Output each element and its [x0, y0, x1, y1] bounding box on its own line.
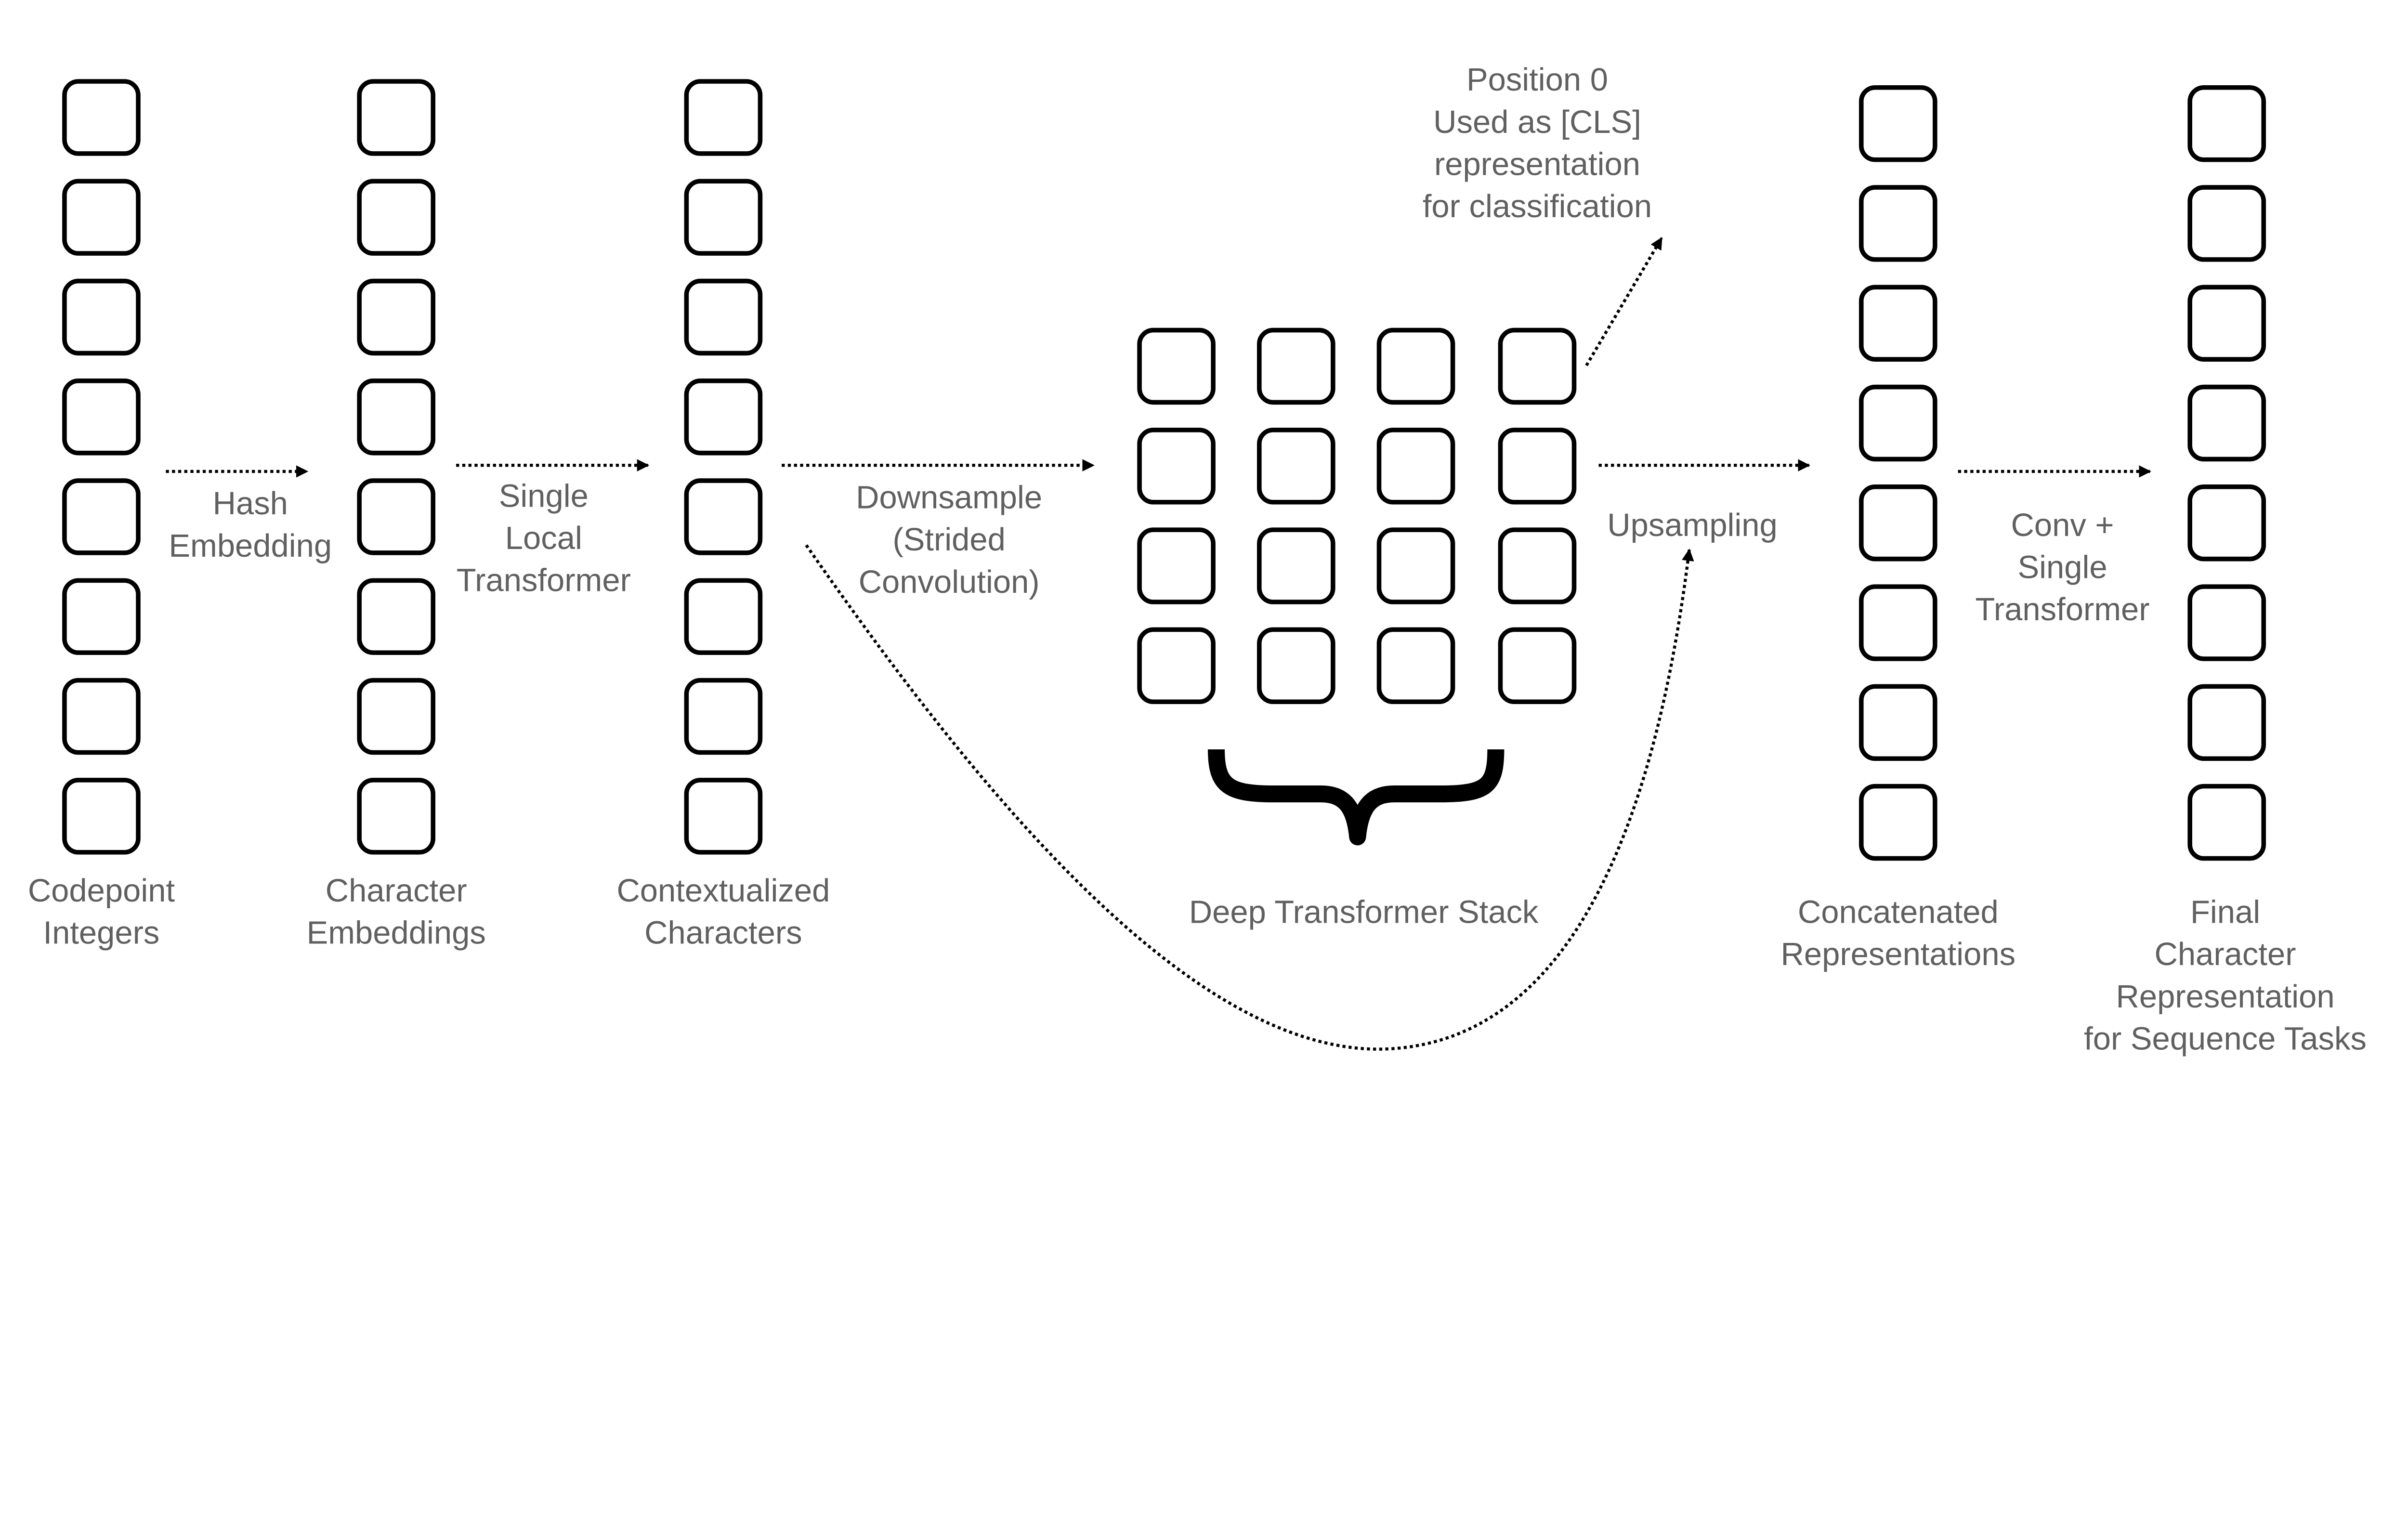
column-1-cell	[357, 478, 436, 555]
column-1-cell	[357, 278, 436, 356]
column-4-cell	[2187, 784, 2266, 861]
column-3-cell	[1859, 784, 1937, 861]
column-1-cell	[357, 578, 436, 655]
transformer-stack-cell	[1257, 627, 1335, 705]
column-4-cell	[2187, 584, 2266, 661]
column-label: Character	[326, 873, 467, 909]
transformer-stack-cell	[1137, 627, 1216, 705]
column-3-cell	[1859, 185, 1937, 262]
transformer-stack-cell	[1498, 627, 1577, 705]
column-label: Representation	[2116, 979, 2334, 1015]
column-1-cell	[357, 778, 436, 855]
cls-note: representation	[1434, 146, 1640, 183]
arrow-label: Local	[505, 520, 582, 556]
column-3-cell	[1859, 285, 1937, 362]
transformer-stack-cell	[1376, 428, 1455, 505]
curly-brace-icon	[1207, 749, 1505, 846]
column-2-cell	[684, 379, 763, 456]
column-0-cell	[62, 578, 141, 655]
column-0-cell	[62, 678, 141, 755]
arrow-label: Transformer	[457, 562, 631, 599]
transformer-stack-cell	[1137, 527, 1216, 604]
column-1-cell	[357, 179, 436, 256]
column-0-cell	[62, 478, 141, 555]
column-label: Integers	[43, 915, 159, 951]
transformer-stack-cell	[1137, 428, 1216, 505]
column-4-cell	[2187, 285, 2266, 362]
cls-note: Used as [CLS]	[1433, 104, 1641, 140]
column-1-cell	[357, 379, 436, 456]
transformer-stack-cell	[1376, 527, 1455, 604]
transformer-stack-cell	[1257, 428, 1335, 505]
column-2-cell	[684, 79, 763, 156]
arrow-label: Upsampling	[1607, 507, 1778, 543]
column-2-cell	[684, 778, 763, 855]
arrow-label: Single	[2017, 549, 2107, 586]
column-3-cell	[1859, 484, 1937, 562]
column-0-cell	[62, 179, 141, 256]
column-0-cell	[62, 778, 141, 855]
column-label: Embeddings	[307, 915, 486, 951]
cls-note: for classification	[1423, 188, 1652, 224]
arrow-label: Downsample	[856, 479, 1042, 515]
column-2-cell	[684, 179, 763, 256]
column-label: Codepoint	[28, 873, 175, 909]
cls-note: Position 0	[1466, 62, 1608, 98]
skip-connection-arrow	[805, 544, 1694, 1051]
column-label: Final	[2190, 894, 2260, 930]
column-3-cell	[1859, 85, 1937, 162]
column-0-cell	[62, 278, 141, 356]
column-3-cell	[1859, 384, 1937, 462]
column-3-cell	[1859, 584, 1937, 661]
arrow-label: Single	[499, 478, 589, 514]
transformer-stack-cell	[1498, 428, 1577, 505]
column-4-cell	[2187, 185, 2266, 262]
transformer-stack-cell	[1137, 327, 1216, 405]
transformer-stack-cell	[1376, 627, 1455, 705]
column-2-cell	[684, 678, 763, 755]
column-4-cell	[2187, 484, 2266, 562]
column-0-cell	[62, 379, 141, 456]
arrow-label: Embedding	[169, 528, 332, 564]
column-4-cell	[2187, 384, 2266, 462]
transformer-stack-cell	[1257, 327, 1335, 405]
column-0-cell	[62, 79, 141, 156]
column-label: Contextualized	[616, 873, 830, 909]
column-label: Representations	[1781, 936, 2016, 972]
arrow-label: Convolution)	[859, 564, 1040, 600]
arrow-label: Conv +	[2011, 507, 2114, 543]
arrow-label: Transformer	[1975, 591, 2149, 627]
column-2-cell	[684, 278, 763, 356]
stack-label: Deep Transformer Stack	[1189, 894, 1539, 930]
column-label: for Sequence Tasks	[2084, 1021, 2367, 1057]
column-3-cell	[1859, 684, 1937, 761]
column-label: Concatenated	[1798, 894, 1999, 930]
column-2-cell	[684, 478, 763, 555]
column-label: Characters	[644, 915, 802, 951]
cls-arrow	[1585, 237, 1663, 366]
arrow-label: (Strided	[892, 522, 1005, 558]
transformer-stack-cell	[1257, 527, 1335, 604]
column-label: Character	[2155, 936, 2296, 972]
transformer-stack-cell	[1498, 327, 1577, 405]
transformer-stack-cell	[1376, 327, 1455, 405]
transformer-stack-cell	[1498, 527, 1577, 604]
arrow-label: Hash	[213, 485, 288, 522]
column-1-cell	[357, 678, 436, 755]
column-4-cell	[2187, 85, 2266, 162]
column-2-cell	[684, 578, 763, 655]
canine-architecture-diagram: CodepointIntegersCharacterEmbeddingsCont…	[28, 62, 2367, 1057]
column-4-cell	[2187, 684, 2266, 761]
column-1-cell	[357, 79, 436, 156]
